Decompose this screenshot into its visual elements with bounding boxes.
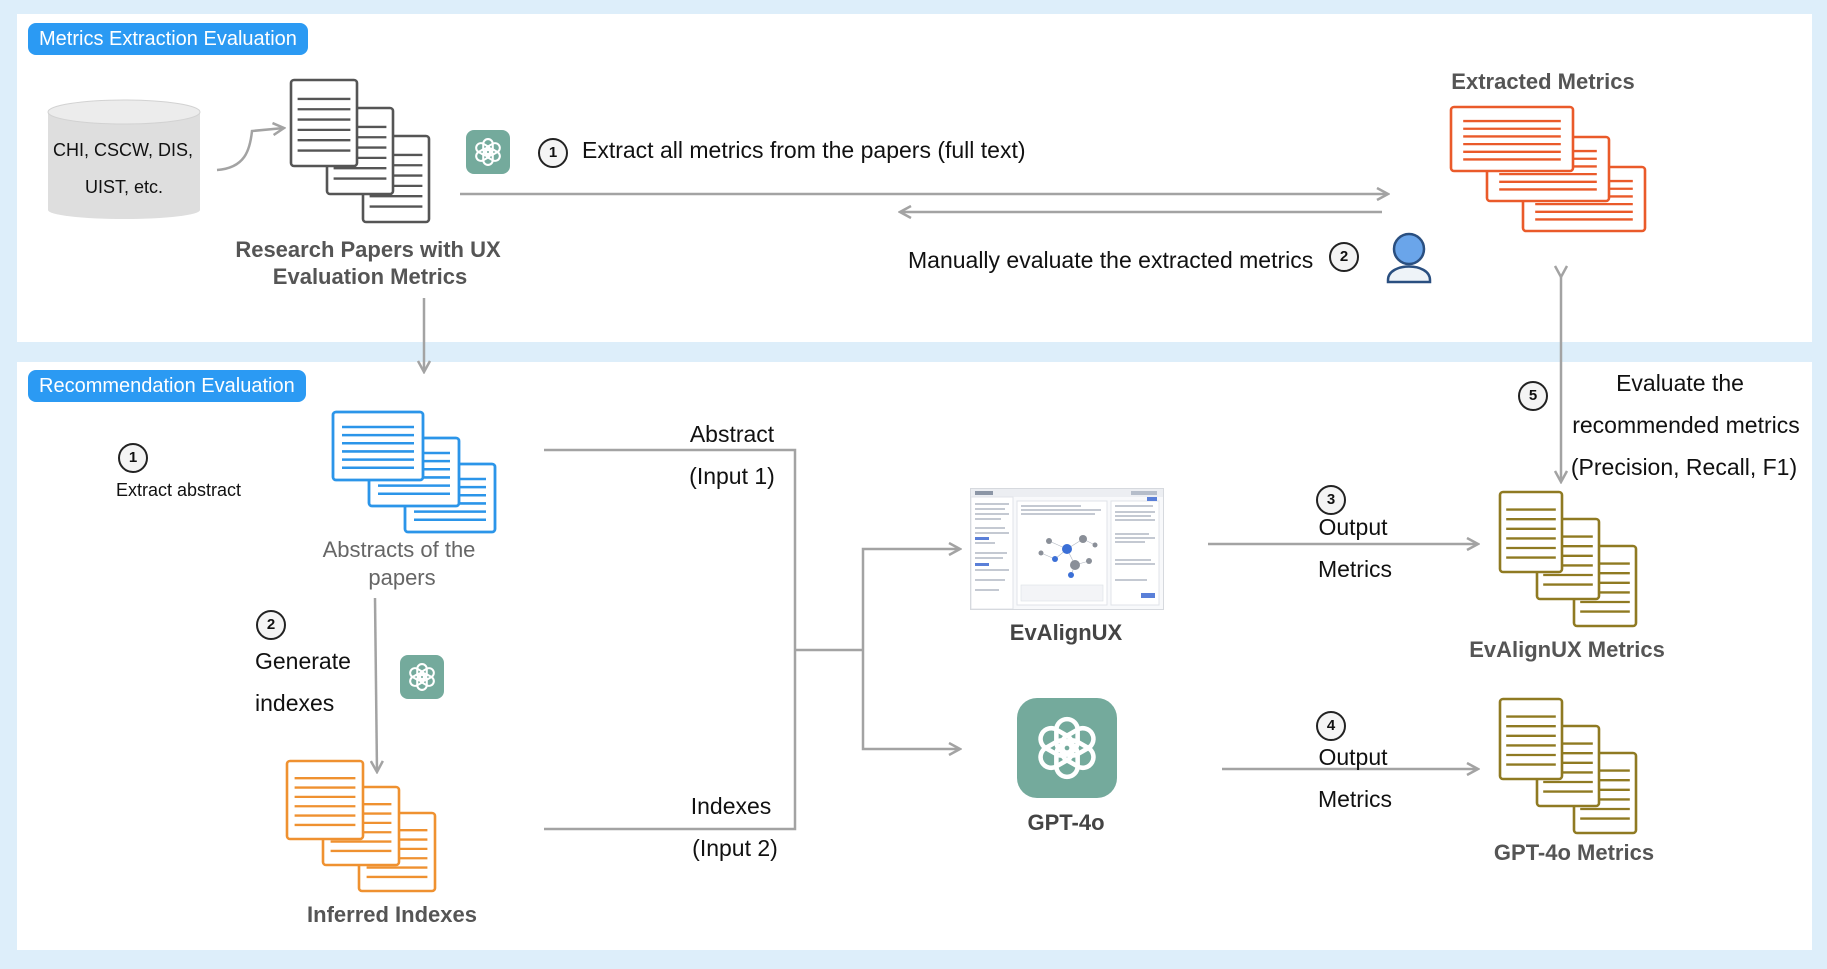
gpt4o-metrics-documents-icon bbox=[1498, 697, 1638, 835]
research-papers-label-line2: Evaluation Metrics bbox=[272, 264, 468, 289]
gpt4o-label: GPT-4o bbox=[1027, 810, 1105, 835]
inferred-indexes-documents-icon bbox=[285, 759, 437, 893]
input2-label-line1: Indexes bbox=[690, 793, 772, 819]
input2-label-line2: (Input 2) bbox=[692, 835, 778, 861]
abstracts-label-line2: papers bbox=[368, 565, 436, 590]
evalignux-screenshot bbox=[970, 488, 1164, 610]
step4-text-line2: Metrics bbox=[1317, 786, 1393, 812]
step4-badge: 4 bbox=[1316, 711, 1346, 741]
step3-text-line1: Output bbox=[1318, 514, 1388, 540]
step2-badge: 2 bbox=[1329, 242, 1359, 272]
input1-label-line2: (Input 1) bbox=[689, 463, 775, 489]
step2-text: Manually evaluate the extracted metrics bbox=[908, 247, 1314, 273]
extract-abstract-text: Extract abstract bbox=[116, 480, 242, 500]
extract-abstract-badge: 1 bbox=[118, 443, 148, 473]
user-icon bbox=[1386, 232, 1432, 284]
to-gpt-arrow bbox=[861, 650, 960, 749]
step3-text-line2: Metrics bbox=[1317, 556, 1393, 582]
abstracts-to-indexes-arrow bbox=[375, 597, 377, 772]
evalignux-metrics-documents-icon bbox=[1498, 490, 1638, 628]
step5-text-line3: (Precision, Recall, F1) bbox=[1570, 454, 1798, 480]
extracted-metrics-label: Extracted Metrics bbox=[1451, 69, 1635, 94]
generate-indexes-text-line2: indexes bbox=[255, 690, 335, 716]
evalignux-label: EvAlignUX bbox=[1009, 620, 1123, 645]
input2-line bbox=[544, 650, 797, 831]
abstracts-documents-icon bbox=[331, 410, 497, 534]
database-to-papers-arrow bbox=[216, 128, 284, 172]
research-papers-documents-icon bbox=[289, 78, 431, 224]
step3-badge: 3 bbox=[1316, 485, 1346, 515]
input1-label-line1: Abstract bbox=[689, 421, 775, 447]
abstracts-label-line1: Abstracts of the bbox=[322, 537, 476, 562]
recommendation-tag: Recommendation Evaluation bbox=[28, 370, 306, 402]
chatgpt-icon-small bbox=[400, 655, 444, 699]
step1-badge: 1 bbox=[538, 138, 568, 168]
database-label-line2: UIST, etc. bbox=[84, 177, 164, 197]
metrics-extraction-tag: Metrics Extraction Evaluation bbox=[28, 23, 308, 55]
gpt4o-metrics-label: GPT-4o Metrics bbox=[1493, 840, 1655, 865]
database-label-line1: CHI, CSCW, DIS, bbox=[52, 140, 194, 160]
extracted-metrics-documents-icon bbox=[1449, 105, 1647, 233]
gpt4o-icon bbox=[1017, 698, 1117, 798]
inferred-indexes-label: Inferred Indexes bbox=[307, 902, 477, 927]
research-papers-label-line1: Research Papers with UX bbox=[235, 237, 501, 262]
recommendation-panel bbox=[17, 362, 1812, 950]
step5-text-line1: Evaluate the bbox=[1616, 370, 1744, 396]
step5-badge: 5 bbox=[1518, 381, 1548, 411]
step5-text-line2: recommended metrics bbox=[1572, 412, 1800, 438]
input1-line bbox=[544, 448, 797, 650]
step1-text: Extract all metrics from the papers (ful… bbox=[582, 137, 1026, 163]
chatgpt-icon bbox=[466, 130, 510, 174]
evalignux-metrics-label: EvAlignUX Metrics bbox=[1469, 637, 1665, 662]
to-evalignux-arrow bbox=[861, 549, 960, 650]
step4-text-line1: Output bbox=[1318, 744, 1388, 770]
database-icon bbox=[47, 99, 201, 219]
generate-indexes-text-line1: Generate bbox=[255, 648, 351, 674]
generate-indexes-badge: 2 bbox=[256, 610, 286, 640]
